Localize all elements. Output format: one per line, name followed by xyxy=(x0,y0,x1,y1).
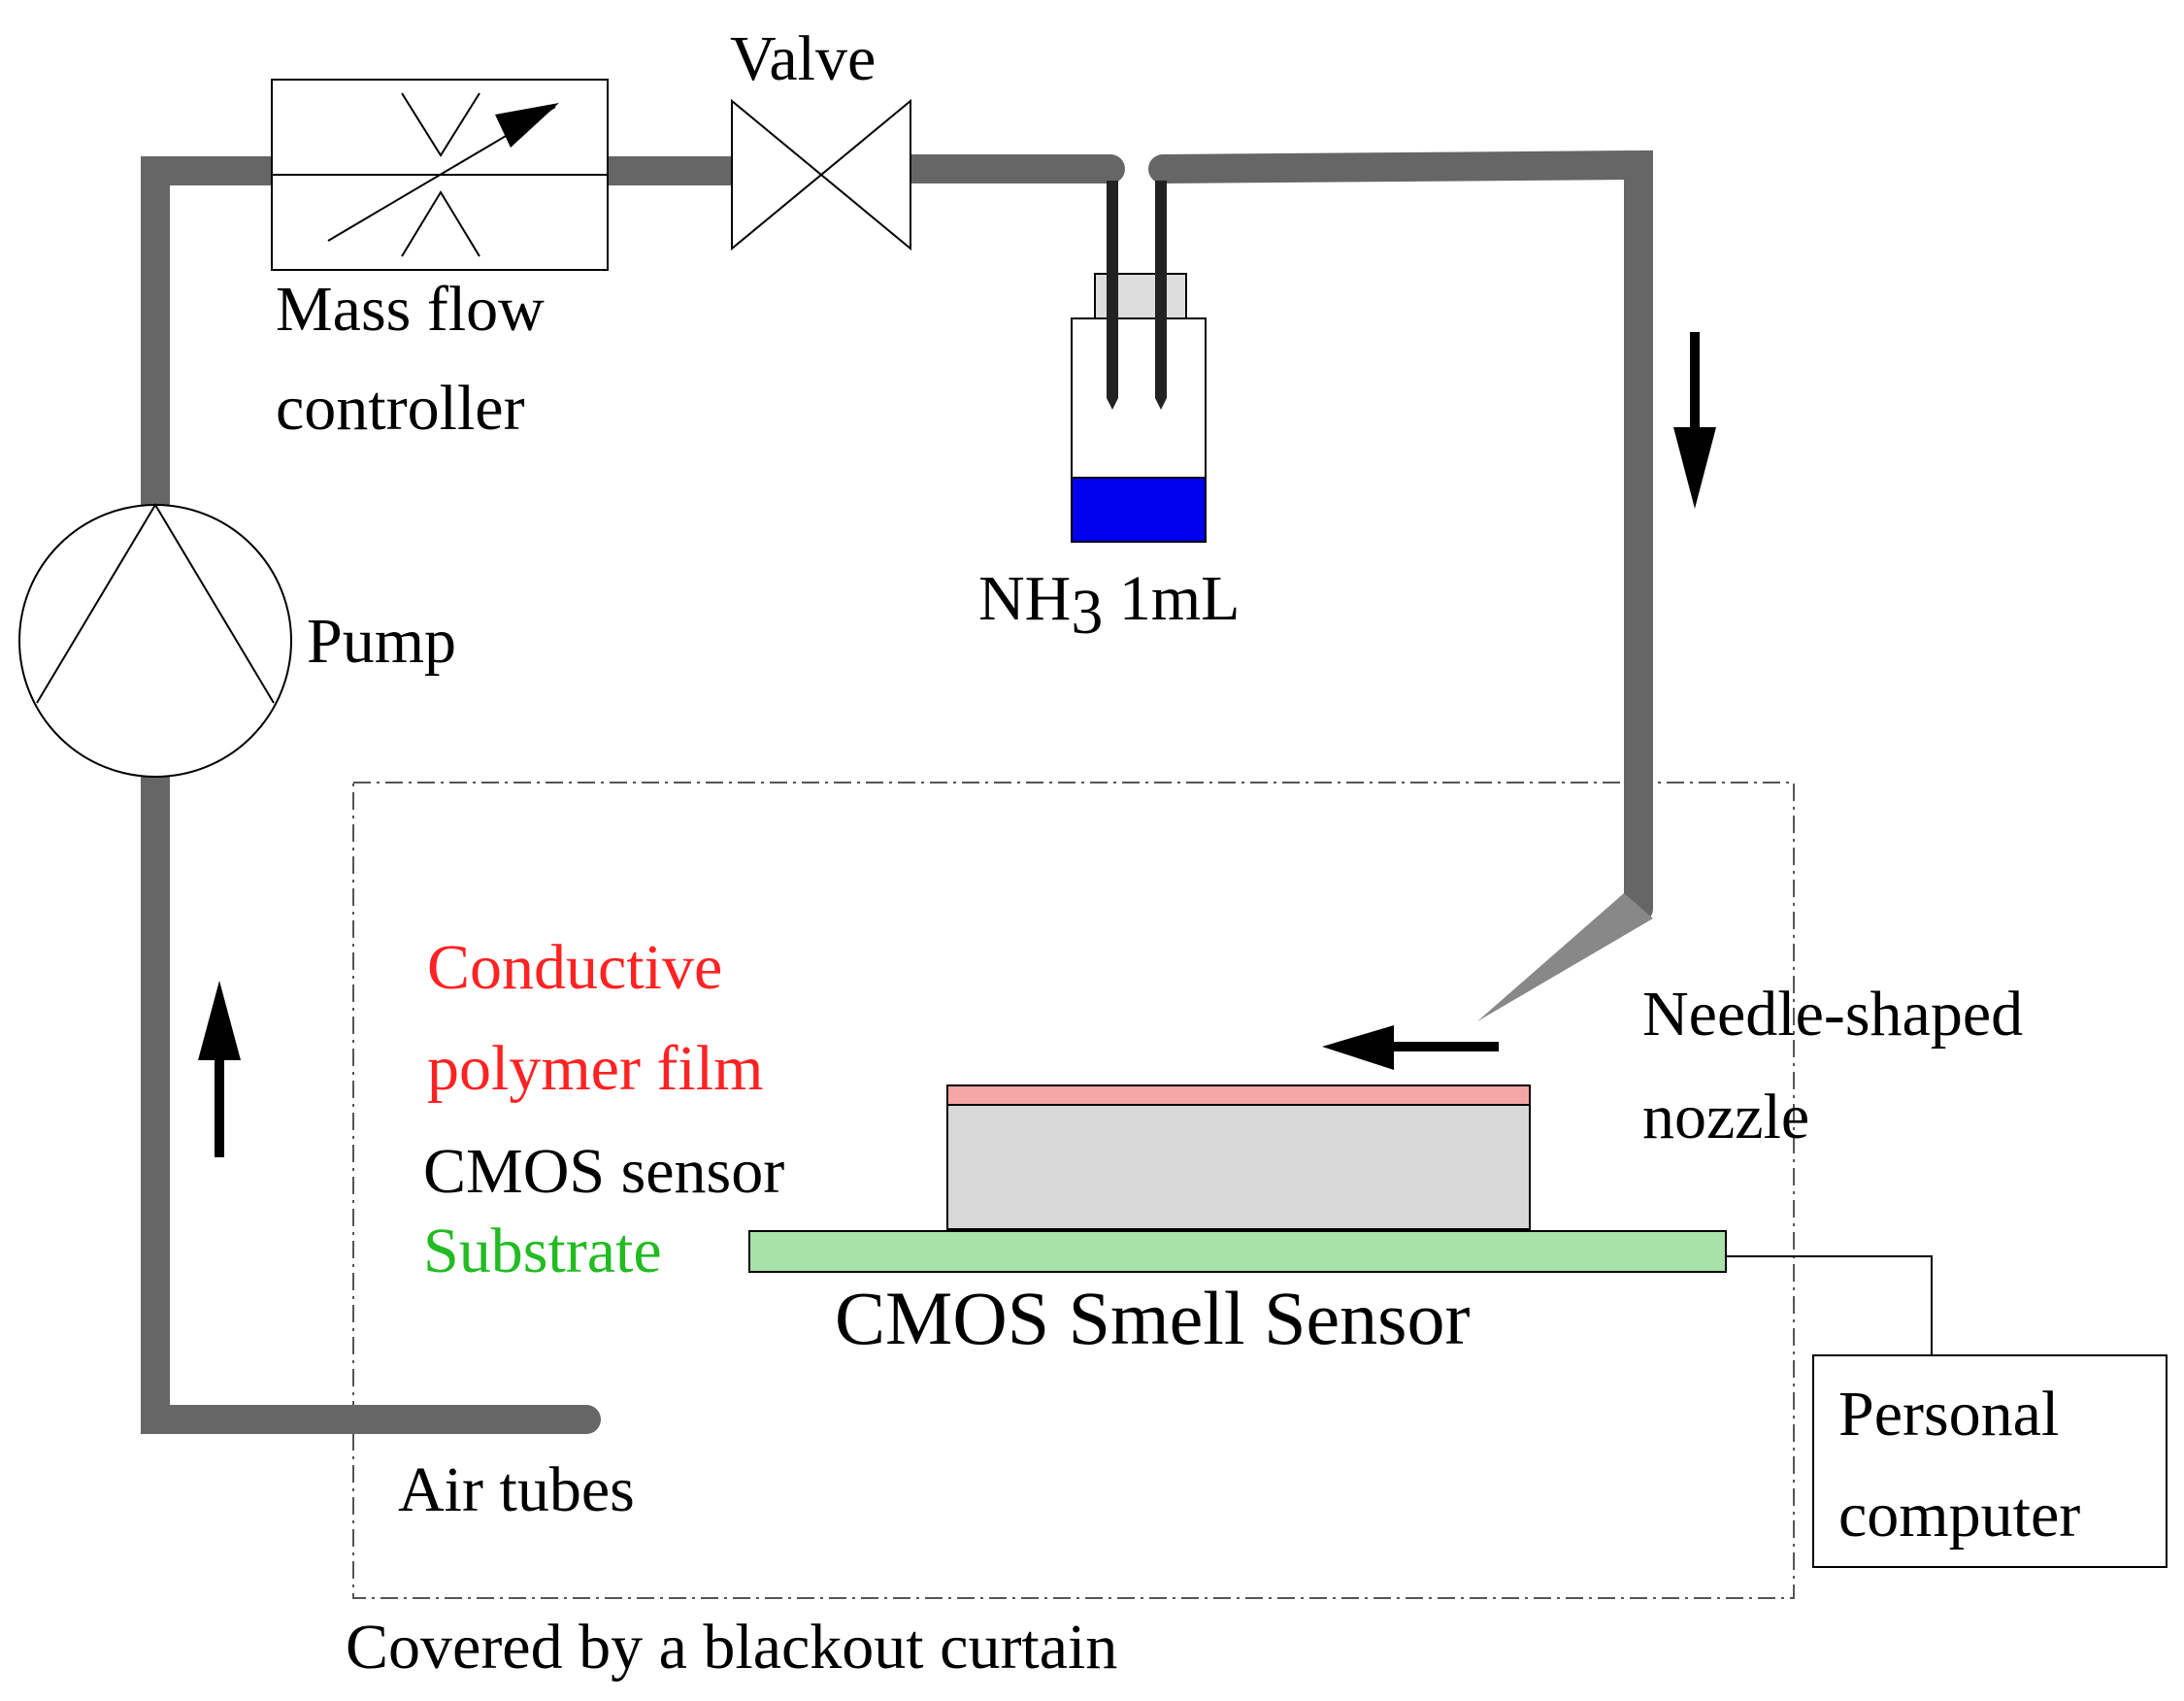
nozzle-label-line2: nozzle xyxy=(1642,1082,1809,1152)
film-label-line2: polymer film xyxy=(427,1033,763,1104)
mfc-label-line1: Mass flow xyxy=(276,274,545,345)
nozzle-label-line1: Needle-shaped xyxy=(1642,979,2023,1050)
cmos-smell-sensor xyxy=(748,1084,1727,1273)
flow-arrow-up xyxy=(198,981,241,1157)
air-tubes-label: Air tubes xyxy=(398,1454,635,1525)
valve-label: Valve xyxy=(730,23,876,94)
personal-computer-box xyxy=(1812,1354,2167,1568)
pc-label-line1: Personal xyxy=(1838,1379,2059,1450)
cmos-sensor-body xyxy=(946,1104,1531,1230)
film-label-line1: Conductive xyxy=(427,932,722,1003)
nh3-bottle-icon xyxy=(1071,181,1207,543)
smell-sensor-label: CMOS Smell Sensor xyxy=(835,1276,1470,1360)
nh3-label: NH3 1mL xyxy=(978,563,1240,648)
tube-pump-to-mfc xyxy=(141,156,272,505)
air-tubes xyxy=(141,150,1653,1434)
tube-pump-to-outlet xyxy=(141,764,601,1434)
flow-arrow-down xyxy=(1673,332,1716,509)
curtain-label: Covered by a blackout curtain xyxy=(346,1612,1117,1683)
pc-label-line2: computer xyxy=(1838,1480,2080,1551)
pump-label: Pump xyxy=(307,606,456,677)
valve-icon xyxy=(731,98,911,251)
flow-arrow-left xyxy=(1322,1025,1499,1070)
substrate-label: Substrate xyxy=(423,1216,662,1286)
needle-nozzle xyxy=(1477,893,1653,1021)
substrate-layer xyxy=(748,1230,1727,1273)
mass-flow-controller-icon xyxy=(271,79,609,271)
blackout-curtain-boundary xyxy=(352,782,1795,1599)
pump-icon xyxy=(18,503,292,778)
tube-bottle-to-nozzle xyxy=(1148,150,1653,923)
mfc-label-line2: controller xyxy=(276,373,525,444)
bottle-liquid xyxy=(1071,477,1207,543)
polymer-film-layer xyxy=(946,1084,1531,1106)
cmos-sensor-label: CMOS sensor xyxy=(423,1136,784,1207)
signal-wire xyxy=(1726,1255,1933,1355)
